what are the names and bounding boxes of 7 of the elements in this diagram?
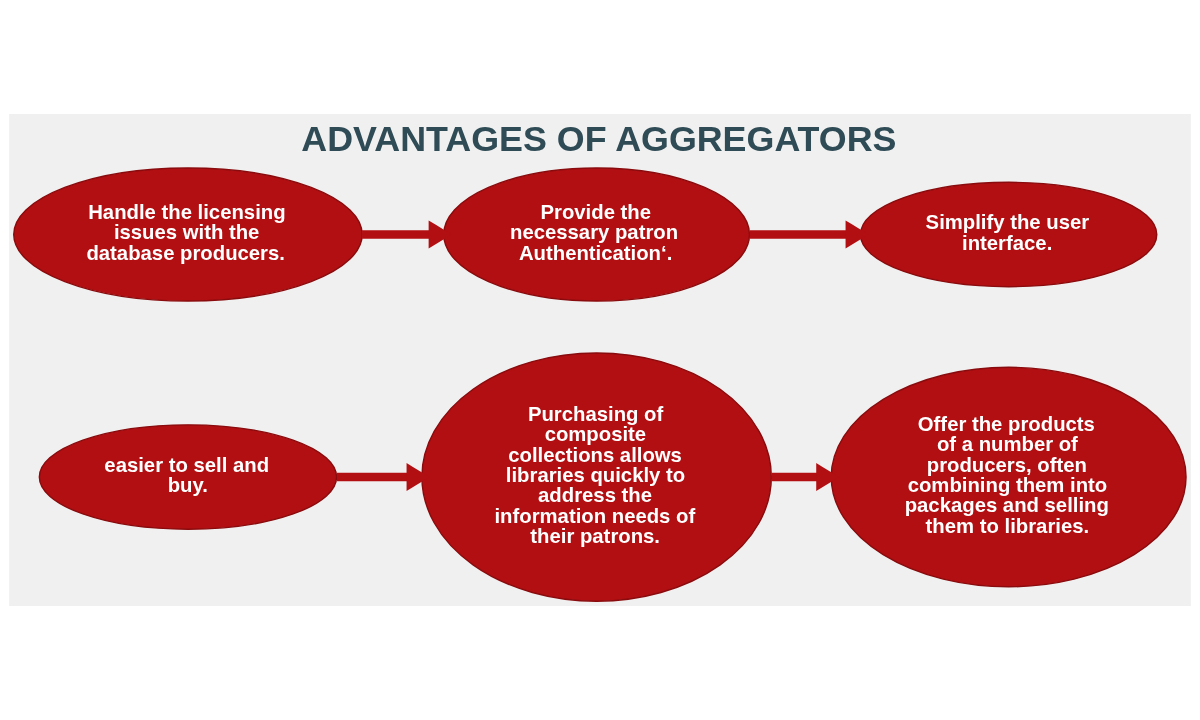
node-ellipse: Simplify the user interface.	[859, 181, 1158, 288]
diagram-title: ADVANTAGES OF AGGREGATORS	[301, 119, 897, 160]
node-ellipse: Provide the necessary patron Authentication‘.	[443, 167, 751, 302]
node-ellipse: easier to sell and buy.	[38, 424, 338, 530]
node-ellipse: Purchasing of composite collections allows libraries quickly to address the information needs of their patrons.	[421, 352, 773, 602]
node-ellipse: Handle the licensing issues with the database producers.	[13, 167, 363, 302]
node-ellipse: Offer the products of a number of producers, often combining them into packages and selling them to libraries.	[830, 366, 1187, 588]
